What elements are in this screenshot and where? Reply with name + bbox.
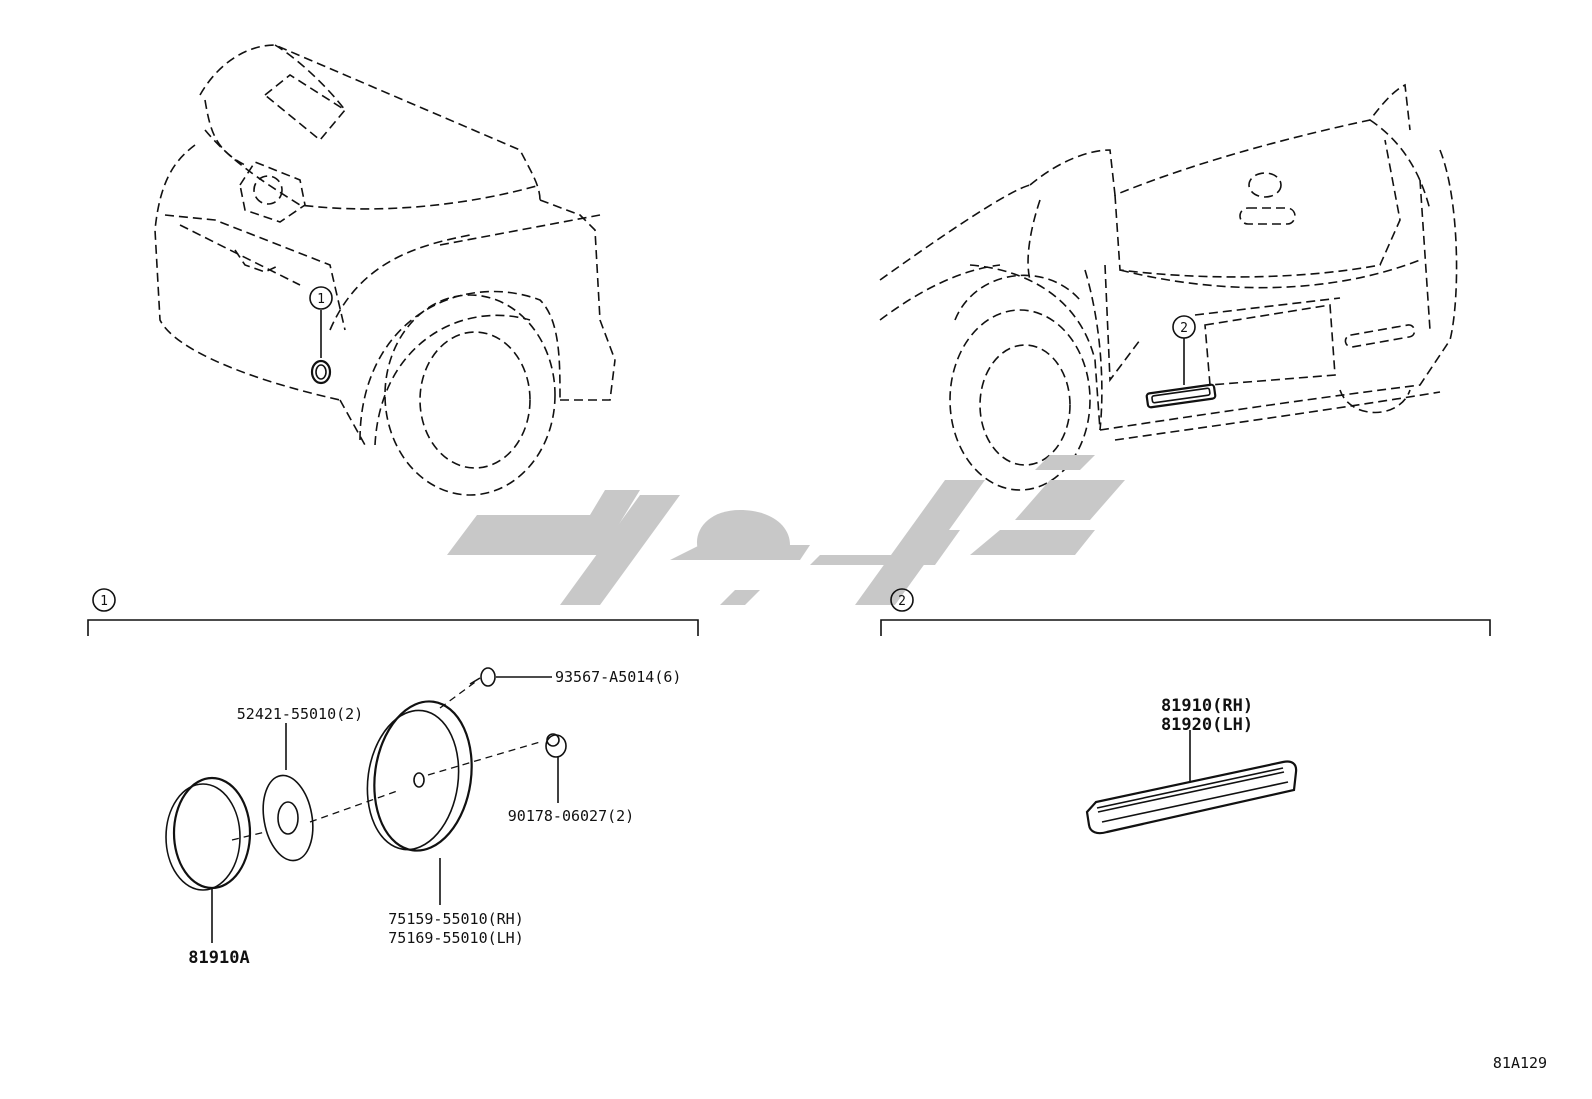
washer-part: 52421-55010(2) [237, 705, 363, 862]
part-label-52421: 52421-55010(2) [237, 705, 363, 723]
callout-1-marker: 1 [317, 292, 325, 307]
part-label-81920: 81920(LH) [1161, 715, 1253, 735]
group-2-section: 2 81910(RH) 81920(LH) [880, 588, 1491, 835]
group-2-marker: 2 [898, 594, 906, 609]
front-vehicle-illustration: 1 [154, 44, 616, 496]
part-label-75169: 75169-55010(LH) [388, 929, 523, 947]
part-label-90178: 90178-06027(2) [508, 807, 634, 825]
callout-2-marker: 2 [1180, 321, 1188, 336]
part-label-75159: 75159-55010(RH) [388, 910, 523, 928]
part-label-93567: 93567-A5014(6) [555, 668, 681, 686]
emblem-base-part: 75159-55010(RH) 75169-55010(LH) [366, 700, 524, 947]
rear-reflector-part: 81910(RH) 81920(LH) [1085, 696, 1298, 835]
bolt-part: 93567-A5014(6) [469, 667, 681, 687]
watermark-logo [447, 455, 1125, 605]
group-1-section: 1 81910A 52421-55010(2) 75159-55010(RH) … [87, 588, 699, 968]
diagram-code: 81A129 [1493, 1054, 1547, 1072]
round-reflector-part: 81910A [165, 776, 252, 968]
group-1-marker: 1 [100, 594, 108, 609]
part-label-81910a: 81910A [188, 948, 249, 968]
clip-part: 90178-06027(2) [508, 733, 634, 825]
part-label-81910: 81910(RH) [1161, 696, 1253, 716]
rear-vehicle-illustration: 2 [879, 83, 1458, 491]
